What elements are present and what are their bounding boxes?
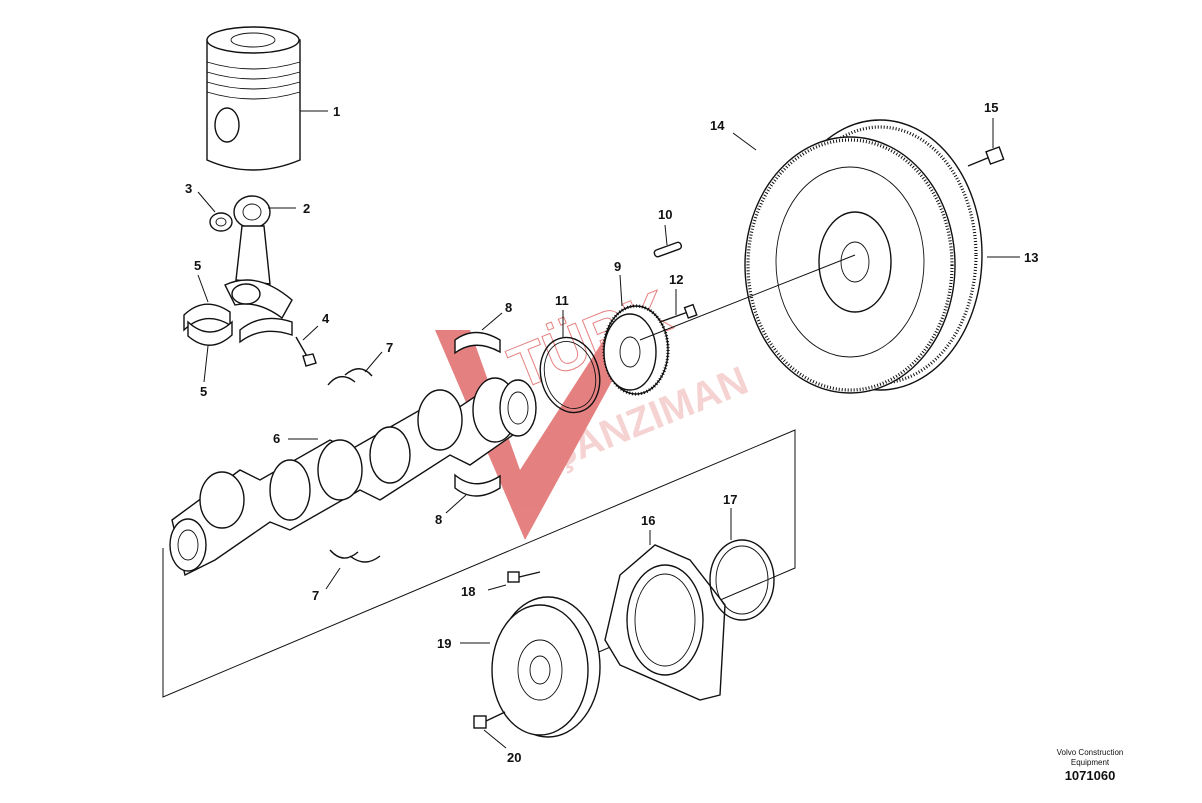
callout-8-top: 8 [505,300,512,315]
callout-8-bottom: 8 [435,512,442,527]
callout-19: 19 [437,636,451,651]
callout-3: 3 [185,181,192,196]
main-bearing [454,331,501,497]
callout-7-top: 7 [386,340,393,355]
credit-line-2: Equipment [1070,758,1110,767]
callout-5-top: 5 [194,258,201,273]
callout-7-bottom: 7 [312,588,319,603]
callout-18: 18 [461,584,475,599]
callout-12: 12 [669,272,683,287]
crankshaft-gear [602,304,670,396]
o-ring [539,336,601,414]
gear-bolt [659,303,698,323]
callout-16: 16 [641,513,655,528]
assembly-outline [162,429,796,698]
big-end-bearing [183,303,293,346]
document-number: 1071060 [1064,768,1116,783]
callout-14: 14 [710,118,725,133]
callout-10: 10 [658,207,672,222]
callout-6: 6 [273,431,280,446]
callout-5-bottom: 5 [200,384,207,399]
dowel-pin [653,241,683,258]
callout-11: 11 [555,293,569,308]
flywheel [639,119,983,394]
thrust-washer [327,368,381,563]
small-end-bush [209,212,233,232]
pulley-bolt [473,711,506,729]
callout-1: 1 [333,104,340,119]
callout-13: 13 [1024,250,1038,265]
rear-seal-housing [604,544,726,701]
callout-15: 15 [984,100,998,115]
publisher-credit: Volvo Construction Equipment [1030,748,1150,768]
callout-4: 4 [322,311,330,326]
connecting-rod [224,195,293,320]
housing-bolt [507,571,541,583]
pulley-damper [491,596,601,738]
crankshaft [169,377,537,577]
callout-2: 2 [303,201,310,216]
callout-20: 20 [507,750,521,765]
callout-17: 17 [723,492,737,507]
flywheel-bolt [967,146,1005,167]
rod-bolt [295,336,317,367]
callout-9: 9 [614,259,621,274]
piston [206,26,301,171]
credit-line-1: Volvo Construction [1056,748,1124,757]
seal-ring [709,539,775,621]
